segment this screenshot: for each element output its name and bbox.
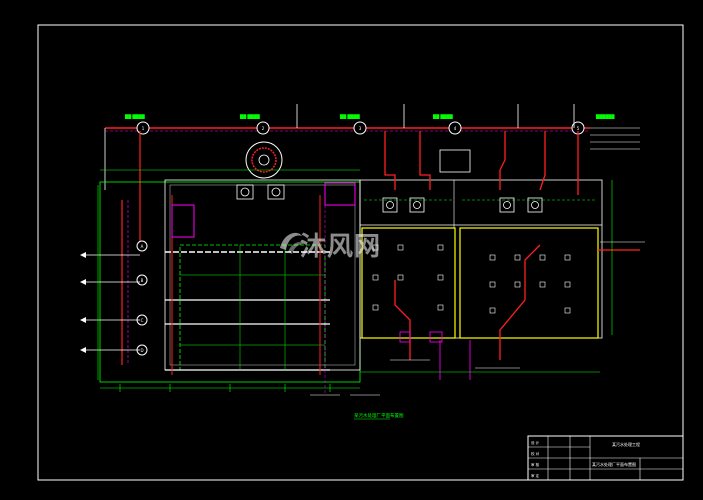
grid-letter-d: D [140,348,143,353]
title-block-row-1: 设 计 [531,440,540,445]
mufeng-logo-icon [280,232,304,254]
outer-frame [37,24,684,481]
grid-number-2: 2 [262,126,265,131]
top-pipeline [105,127,640,150]
equipment-box-top [324,182,356,206]
small-building-top [439,149,471,173]
grid-letter-b: B [141,278,144,283]
title-block-project: 某污水处理工程 [612,441,640,447]
top-grid-labels: ██ ████ ██ ████ ██ ████ ██ ████ ██████ [124,114,615,119]
left-pipes [104,128,141,365]
grid-letter-c: C [141,318,144,323]
annotation-leaders [310,241,645,396]
grid-letters-left: A B C D [140,244,143,353]
bottom-dimensions [100,371,600,392]
left-grid-markers [136,240,148,356]
grid-numbers-top: 1 2 3 4 5 [142,126,580,131]
left-pump-units [236,184,285,200]
large-tank [245,141,283,179]
grid-number-5: 5 [577,126,580,131]
watermark-text: 沐风网 [300,232,382,262]
title-block-row-2: 校 对 [531,451,540,456]
title-block-row-4: 审 定 [531,473,540,478]
right-magenta-pipes [399,331,471,380]
svg-text:██ ████: ██ ████ [124,114,146,119]
top-vertical-pipes [296,104,575,128]
grid-number-3: 3 [359,126,362,131]
title-block-row-3: 审 核 [531,462,540,467]
grid-letter-a: A [141,244,144,249]
right-pump-units [382,197,543,213]
title-block-drawing-name: 某污水处理厂平面布置图 [592,461,636,467]
grid-number-1: 1 [142,126,145,131]
grid-number-4: 4 [454,126,457,131]
tank-columns [372,244,571,314]
svg-text:██ ████: ██ ████ [432,114,454,119]
right-building [359,179,603,339]
equipment-box-left [171,204,195,238]
left-building [99,179,361,395]
left-outlet-arrows [80,252,86,353]
left-outlet-lines [85,254,140,351]
svg-text:██ ████: ██ ████ [339,114,361,119]
svg-text:██████: ██████ [595,114,615,119]
svg-text:██ ████: ██ ████ [239,114,261,119]
plan-title: 某污水处理厂平面布置图 [354,412,404,419]
title-block [527,435,684,481]
